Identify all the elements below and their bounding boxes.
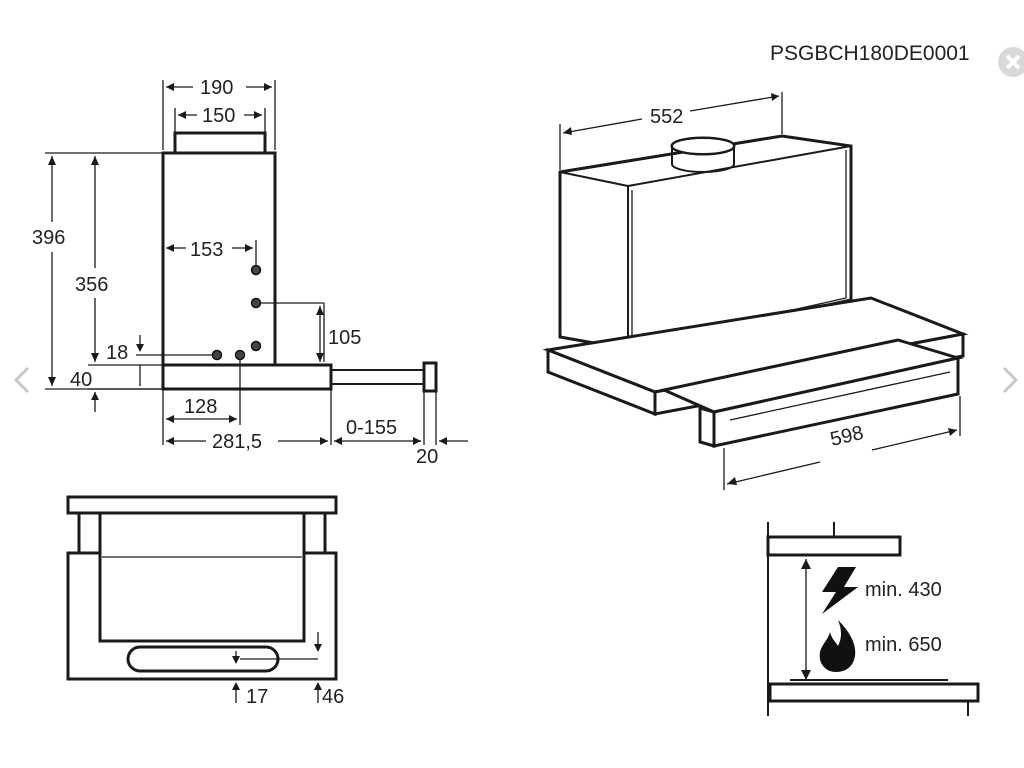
hole-marker bbox=[211, 349, 223, 361]
next-image-button[interactable] bbox=[998, 360, 1022, 400]
image-code: PSGBCH180DE0001 bbox=[770, 42, 970, 65]
close-icon bbox=[998, 47, 1024, 77]
front-chimney bbox=[98, 511, 306, 643]
dim-base-height: 40 bbox=[70, 369, 92, 391]
dim-hole-spacing: 128 bbox=[184, 396, 217, 418]
dim-extension: 0-155 bbox=[346, 417, 397, 439]
flame-icon bbox=[819, 620, 856, 672]
dim-body-height: 356 bbox=[75, 274, 108, 296]
install-view: min. 430 min. 650 bbox=[766, 522, 980, 716]
front-top-plate bbox=[66, 495, 338, 515]
lightning-icon bbox=[822, 567, 858, 614]
dim-top-width: 190 bbox=[200, 77, 233, 99]
electric-label: min. 430 bbox=[865, 579, 942, 601]
hood-install bbox=[766, 535, 902, 557]
dim-handle: 17 bbox=[246, 686, 268, 708]
dim-front: 20 bbox=[416, 446, 438, 468]
dim-hole-offset: 153 bbox=[190, 239, 223, 261]
dim-iso-depth: 552 bbox=[650, 106, 683, 128]
chevron-left-icon bbox=[13, 366, 30, 394]
outlet-side bbox=[173, 131, 267, 155]
hood-base-side bbox=[161, 363, 333, 391]
gas-label: min. 650 bbox=[865, 634, 942, 656]
hole-marker bbox=[250, 264, 262, 276]
hole-marker bbox=[250, 340, 262, 352]
front-panel-side bbox=[422, 361, 438, 393]
chevron-right-icon bbox=[1002, 366, 1019, 394]
previous-image-button[interactable] bbox=[10, 360, 34, 400]
dim-hole-height: 105 bbox=[328, 327, 361, 349]
dim-bottom-hole: 18 bbox=[106, 342, 128, 364]
close-button[interactable] bbox=[994, 44, 1024, 78]
front-view: 17 46 bbox=[66, 495, 344, 708]
hob-install bbox=[768, 682, 980, 703]
dim-outlet-width: 150 bbox=[202, 105, 235, 127]
side-view: 190 150 396 356 153 105 bbox=[32, 77, 468, 468]
dim-front-edge: 46 bbox=[322, 686, 344, 708]
dim-iso-width: 598 bbox=[828, 422, 865, 451]
dim-total-height: 396 bbox=[32, 227, 65, 249]
iso-view: 552 598 bbox=[542, 92, 969, 490]
dim-depth: 281,5 bbox=[212, 431, 262, 453]
hole-marker bbox=[250, 297, 262, 309]
hole-marker bbox=[234, 349, 246, 361]
